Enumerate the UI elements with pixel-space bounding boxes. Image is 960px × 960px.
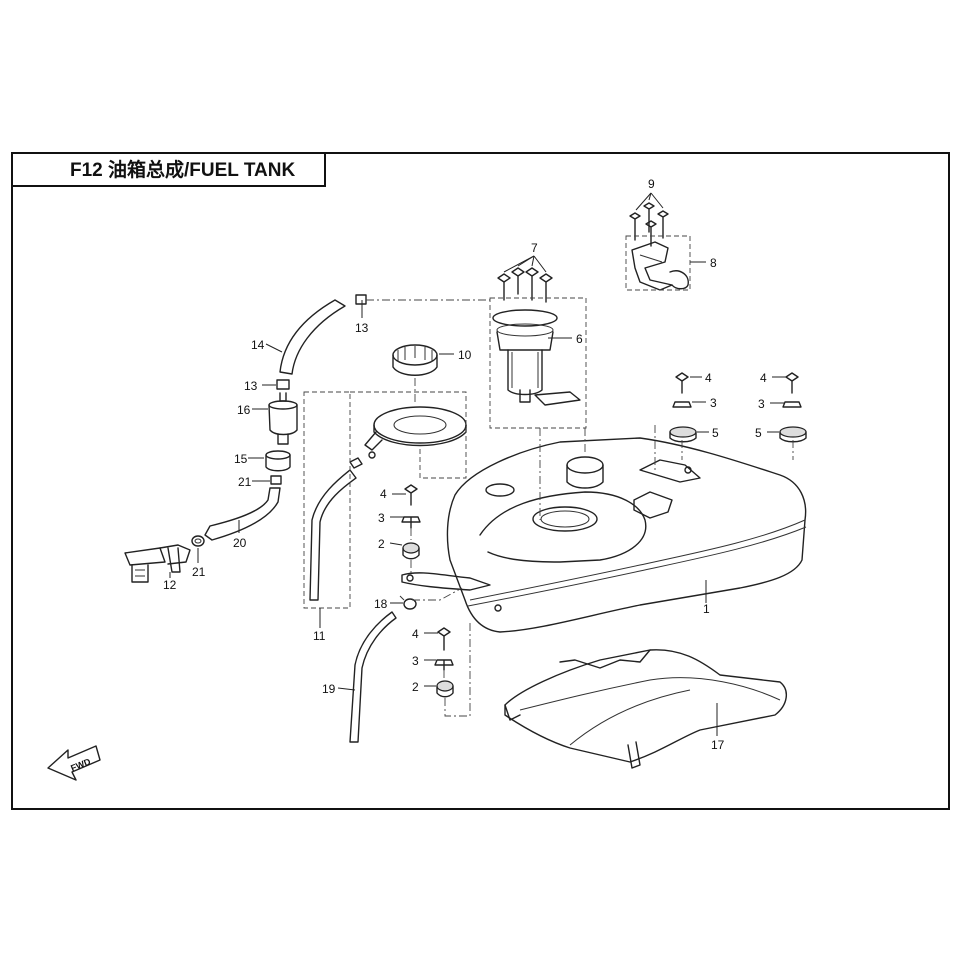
grommet-part-2-left-upper[interactable] <box>402 542 420 560</box>
fuel-tank-part-1[interactable] <box>401 437 807 633</box>
callout-10: 10 <box>458 348 472 362</box>
callout-4-left-upper: 4 <box>380 487 387 501</box>
callout-18: 18 <box>374 597 388 611</box>
washer-part-3-right-b[interactable] <box>782 401 802 408</box>
assembly-guide-lines <box>303 235 794 717</box>
grommet-part-5-right-a[interactable] <box>669 426 697 443</box>
clamp-part-21-lower[interactable] <box>191 535 205 547</box>
washer-part-3-left-upper[interactable] <box>401 516 421 529</box>
callout-8: 8 <box>710 256 717 270</box>
fwd-arrow-icon: FWD <box>47 745 101 781</box>
callout-3-right-b: 3 <box>758 397 765 411</box>
callout-14: 14 <box>251 338 265 352</box>
screws-part-7[interactable] <box>497 267 553 303</box>
callout-1: 1 <box>703 602 710 616</box>
washer-part-3-right-a[interactable] <box>672 401 692 408</box>
callout-13-upper: 13 <box>355 321 369 335</box>
grommet-part-5-right-b[interactable] <box>779 426 807 443</box>
hose-part-14[interactable] <box>279 299 346 375</box>
filler-neck-part-11[interactable] <box>309 406 467 601</box>
screws-part-9[interactable] <box>629 202 669 247</box>
bolt-part-4-left-upper[interactable] <box>404 484 418 506</box>
diagram-frame <box>11 152 950 810</box>
bracket-part-8[interactable] <box>631 241 689 291</box>
callout-2-left-lower: 2 <box>412 680 419 694</box>
callout-15: 15 <box>234 452 248 466</box>
title-box <box>11 152 326 187</box>
callout-3-left-upper: 3 <box>378 511 385 525</box>
fuel-filter-part-16[interactable] <box>268 392 298 445</box>
clamp-part-21-upper[interactable] <box>270 475 282 485</box>
callout-5-right-a: 5 <box>712 426 719 440</box>
callout-3-right-a: 3 <box>710 396 717 410</box>
callout-2-left-upper: 2 <box>378 537 385 551</box>
vent-hose-part-19[interactable] <box>349 611 397 743</box>
callout-labels: 1 9 8 7 6 10 11 13 14 13 16 15 21 20 21 … <box>163 177 767 752</box>
bolt-part-4-left-lower[interactable] <box>437 627 451 651</box>
clip-part-18[interactable] <box>399 595 417 610</box>
bolt-part-4-right-a[interactable] <box>675 372 689 394</box>
callout-9: 9 <box>648 177 655 191</box>
callout-20: 20 <box>233 536 247 550</box>
callout-21-upper: 21 <box>238 475 252 489</box>
callout-17: 17 <box>711 738 725 752</box>
callout-21-lower: 21 <box>192 565 206 579</box>
bolt-part-4-right-b[interactable] <box>785 372 799 394</box>
callout-6: 6 <box>576 332 583 346</box>
grommet-part-2-left-lower[interactable] <box>436 680 454 698</box>
callout-16: 16 <box>237 403 251 417</box>
diagram-title: F12 油箱总成/FUEL TANK <box>70 158 295 181</box>
callout-4-right-a: 4 <box>705 371 712 385</box>
callout-12: 12 <box>163 578 177 592</box>
fuel-cap-part-10[interactable] <box>392 344 438 376</box>
callout-11: 11 <box>313 629 326 643</box>
clamp-part-13-upper[interactable] <box>355 294 367 305</box>
hose-part-20[interactable] <box>204 487 281 541</box>
clamp-part-13-lower[interactable] <box>276 379 290 390</box>
fuel-pump-part-6[interactable] <box>492 309 581 406</box>
washer-part-3-left-lower[interactable] <box>434 659 454 671</box>
callout-3-left-lower: 3 <box>412 654 419 668</box>
leader-lines <box>169 192 786 736</box>
clamp-part-15[interactable] <box>265 450 291 472</box>
callout-7: 7 <box>531 241 538 255</box>
fuel-fitting-part-12[interactable] <box>124 544 191 583</box>
tank-bracket-part-17[interactable] <box>504 649 787 769</box>
callout-4-left-lower: 4 <box>412 627 419 641</box>
callout-4-right-b: 4 <box>760 371 767 385</box>
fwd-label: FWD <box>69 756 92 773</box>
callout-19: 19 <box>322 682 336 696</box>
callout-13-lower: 13 <box>244 379 258 393</box>
callout-5-right-b: 5 <box>755 426 762 440</box>
